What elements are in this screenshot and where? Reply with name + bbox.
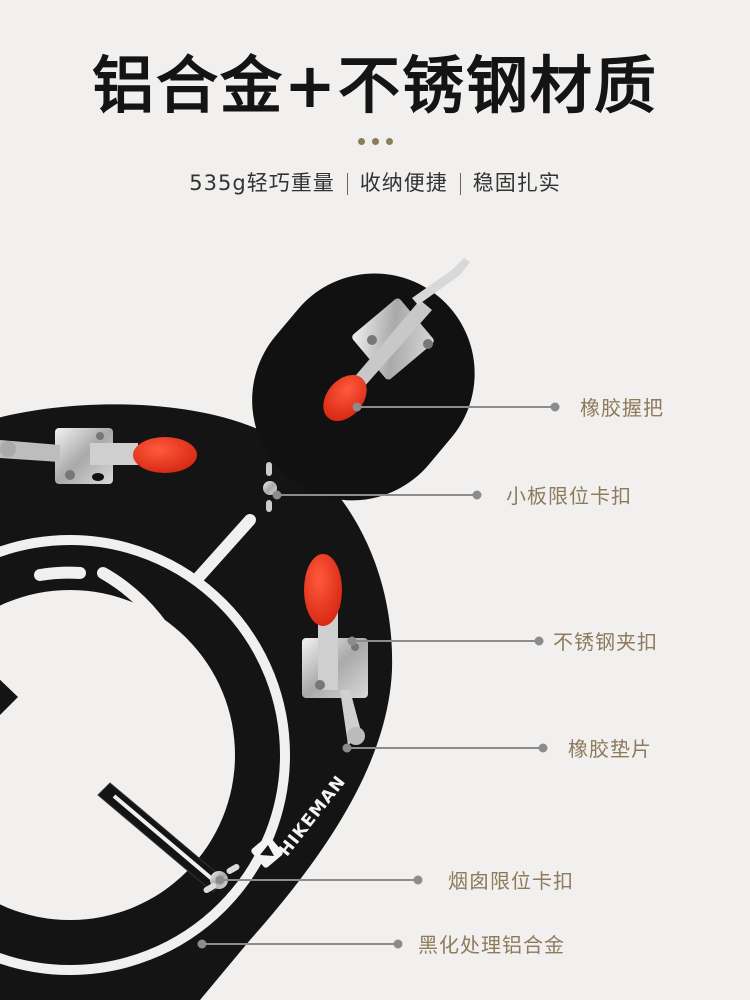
main-plate [0,404,393,1000]
decorative-dots [0,138,750,145]
feature-weight: 535g轻巧重量 [189,171,335,195]
dot-icon [385,138,393,145]
clamp-left [0,428,197,484]
clamp-top [323,258,470,422]
callout-black-aluminum: 黑化处理铝合金 [418,933,565,957]
wing-nut-chimney [203,864,240,893]
callout-small-plate-latch: 小板限位卡扣 [506,484,632,508]
dot-icon [357,138,365,145]
callout-chimney-latch: 烟囱限位卡扣 [448,869,574,893]
divider [346,173,348,195]
feature-stable: 稳固扎实 [472,171,561,195]
callout-lines [197,402,560,949]
clamp-right [302,554,368,745]
feature-storage: 收纳便捷 [359,171,448,195]
divider [459,173,461,195]
callout-steel-clamp: 不锈钢夹扣 [553,630,658,654]
brand-logo-icon [251,836,283,868]
callout-rubber-pad: 橡胶垫片 [568,737,652,761]
callout-rubber-grip: 橡胶握把 [580,396,664,420]
page-title: 铝合金+不锈钢材质 [92,49,658,122]
dot-icon [371,138,379,145]
feature-subtitle: 535g轻巧重量收纳便捷稳固扎实 [0,168,750,198]
wing-nut-small [263,462,277,512]
